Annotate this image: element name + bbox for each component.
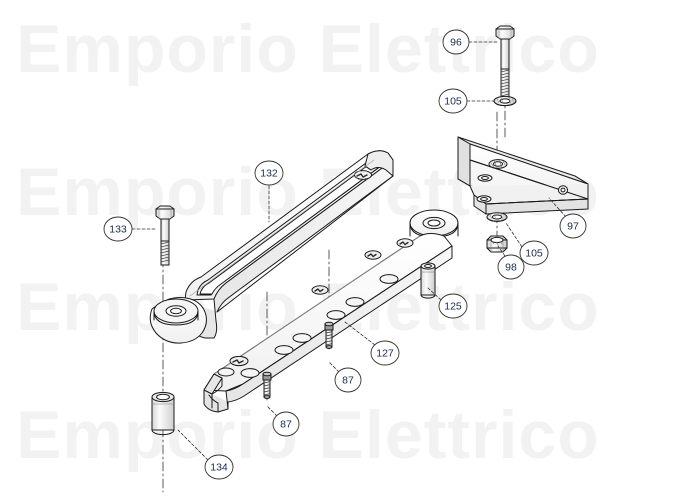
callout-127[interactable]: 127 (344, 321, 400, 366)
callout-group: 96 105 97 105 98 132 133 125 127 87 87 134 (103, 29, 587, 480)
callout-87[interactable]: 87 (266, 405, 300, 437)
part-98-hex-nut (486, 235, 508, 253)
callout-label-134: 134 (210, 462, 228, 474)
callout-bubble-132[interactable] (254, 160, 284, 186)
callout-leader-125 (427, 287, 442, 301)
callout-96[interactable]: 96 (442, 29, 498, 55)
part-134-bushing-large (151, 391, 175, 436)
callout-105[interactable]: 105 (505, 222, 549, 266)
callout-98[interactable]: 98 (497, 245, 525, 280)
callout-label-87: 87 (280, 419, 292, 431)
callout-105[interactable]: 105 (438, 88, 495, 114)
part-132-main-arm (149, 150, 394, 344)
part-105-flat-washer-bottom (486, 212, 508, 222)
callout-leader-98 (497, 245, 506, 257)
callout-bubble-97[interactable] (559, 213, 587, 239)
callout-label-125: 125 (444, 301, 462, 313)
callout-134[interactable]: 134 (177, 429, 234, 480)
callout-leader-134 (177, 429, 209, 461)
callout-label-87: 87 (342, 375, 354, 387)
callout-leader-87 (266, 405, 278, 417)
callout-bubble-133[interactable] (103, 216, 133, 242)
callout-label-96: 96 (450, 37, 462, 49)
part-133-hex-head-bolt-short (155, 205, 175, 266)
callout-132[interactable]: 132 (254, 160, 284, 223)
callout-bubble-125[interactable] (438, 293, 468, 319)
callout-leader-105 (505, 222, 523, 248)
callout-bubble-105[interactable] (438, 88, 468, 114)
callout-label-132: 132 (260, 168, 278, 180)
callout-bubble-96[interactable] (442, 29, 470, 55)
part-97-triangular-bracket (457, 136, 589, 215)
callout-leader-97 (548, 197, 567, 218)
callout-133[interactable]: 133 (103, 216, 158, 242)
callout-label-127: 127 (376, 348, 394, 360)
callout-bubble-105[interactable] (519, 240, 549, 266)
part-105-flat-washer-top (493, 95, 517, 107)
callout-label-97: 97 (567, 221, 579, 233)
callout-87[interactable]: 87 (328, 361, 362, 393)
callout-bubble-87[interactable] (272, 411, 300, 437)
callout-bubble-98[interactable] (497, 254, 525, 280)
callout-bubble-87[interactable] (334, 367, 362, 393)
part-96-hex-head-bolt-long (495, 25, 515, 98)
callout-leader-87 (328, 361, 340, 373)
callout-label-133: 133 (109, 224, 127, 236)
arrow-badge-group (229, 238, 414, 367)
callout-97[interactable]: 97 (548, 197, 587, 239)
callout-label-105: 105 (444, 96, 462, 108)
callout-label-105: 105 (525, 248, 543, 260)
callout-bubble-134[interactable] (204, 454, 234, 480)
watermark-text-3: Emporio Elettrico (16, 397, 600, 473)
part-127-slide-channel-arm (203, 209, 459, 413)
callout-125[interactable]: 125 (427, 287, 468, 319)
part-87-set-screw-lower (262, 371, 272, 399)
callout-label-98: 98 (505, 262, 517, 274)
callout-leader-127 (344, 321, 376, 346)
callout-bubble-127[interactable] (370, 340, 400, 366)
part-87-set-screw-upper (324, 321, 334, 349)
